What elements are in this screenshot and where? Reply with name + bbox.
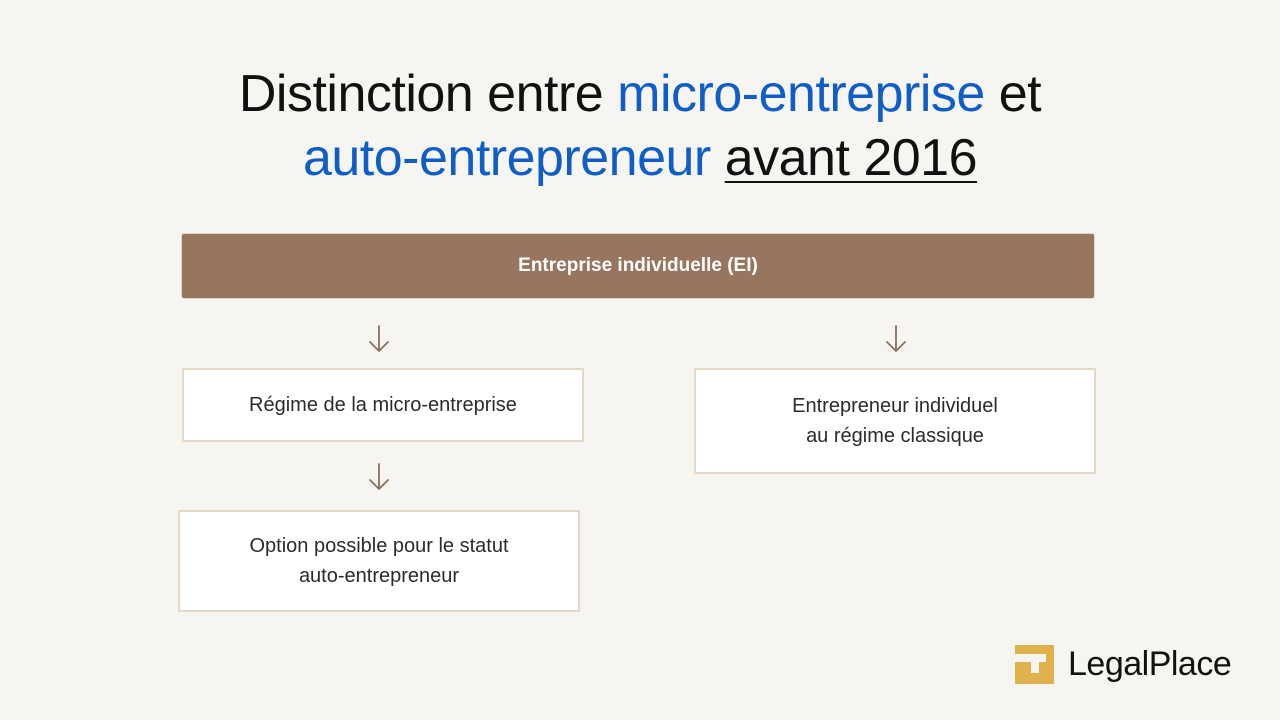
arrow-down-icon	[369, 325, 389, 352]
title-highlight-auto-entrepreneur: auto-entrepreneur	[302, 129, 711, 187]
node-entrepreneur-classique: Entrepreneur individuel au régime classi…	[694, 368, 1096, 474]
brand-logo: LegalPlace	[1015, 645, 1232, 684]
root-node: Entreprise individuelle (EI)	[181, 233, 1095, 299]
title-text-2: et	[984, 65, 1042, 123]
arrow-down-icon	[886, 325, 906, 352]
node-auto-entrepreneur-option: Option possible pour le statut auto-entr…	[178, 510, 580, 612]
title-underlined-date: avant 2016	[724, 129, 978, 187]
brand-name: LegalPlace	[1068, 645, 1232, 683]
page-title: Distinction entre micro-entreprise et au…	[0, 62, 1280, 190]
root-node-label: Entreprise individuelle (EI)	[518, 255, 758, 276]
title-text-1: Distinction entre	[238, 65, 618, 123]
title-highlight-micro-entreprise: micro-entreprise	[617, 65, 985, 123]
arrow-down-icon	[369, 463, 389, 490]
node-micro-entreprise-label: Régime de la micro-entreprise	[249, 394, 517, 416]
legalplace-logo-icon	[1015, 645, 1054, 684]
node-auto-entrepreneur-option-label: Option possible pour le statut auto-entr…	[249, 535, 509, 587]
node-entrepreneur-classique-label: Entrepreneur individuel au régime classi…	[792, 395, 998, 447]
title-text-3	[711, 129, 725, 187]
node-micro-entreprise: Régime de la micro-entreprise	[182, 368, 584, 442]
